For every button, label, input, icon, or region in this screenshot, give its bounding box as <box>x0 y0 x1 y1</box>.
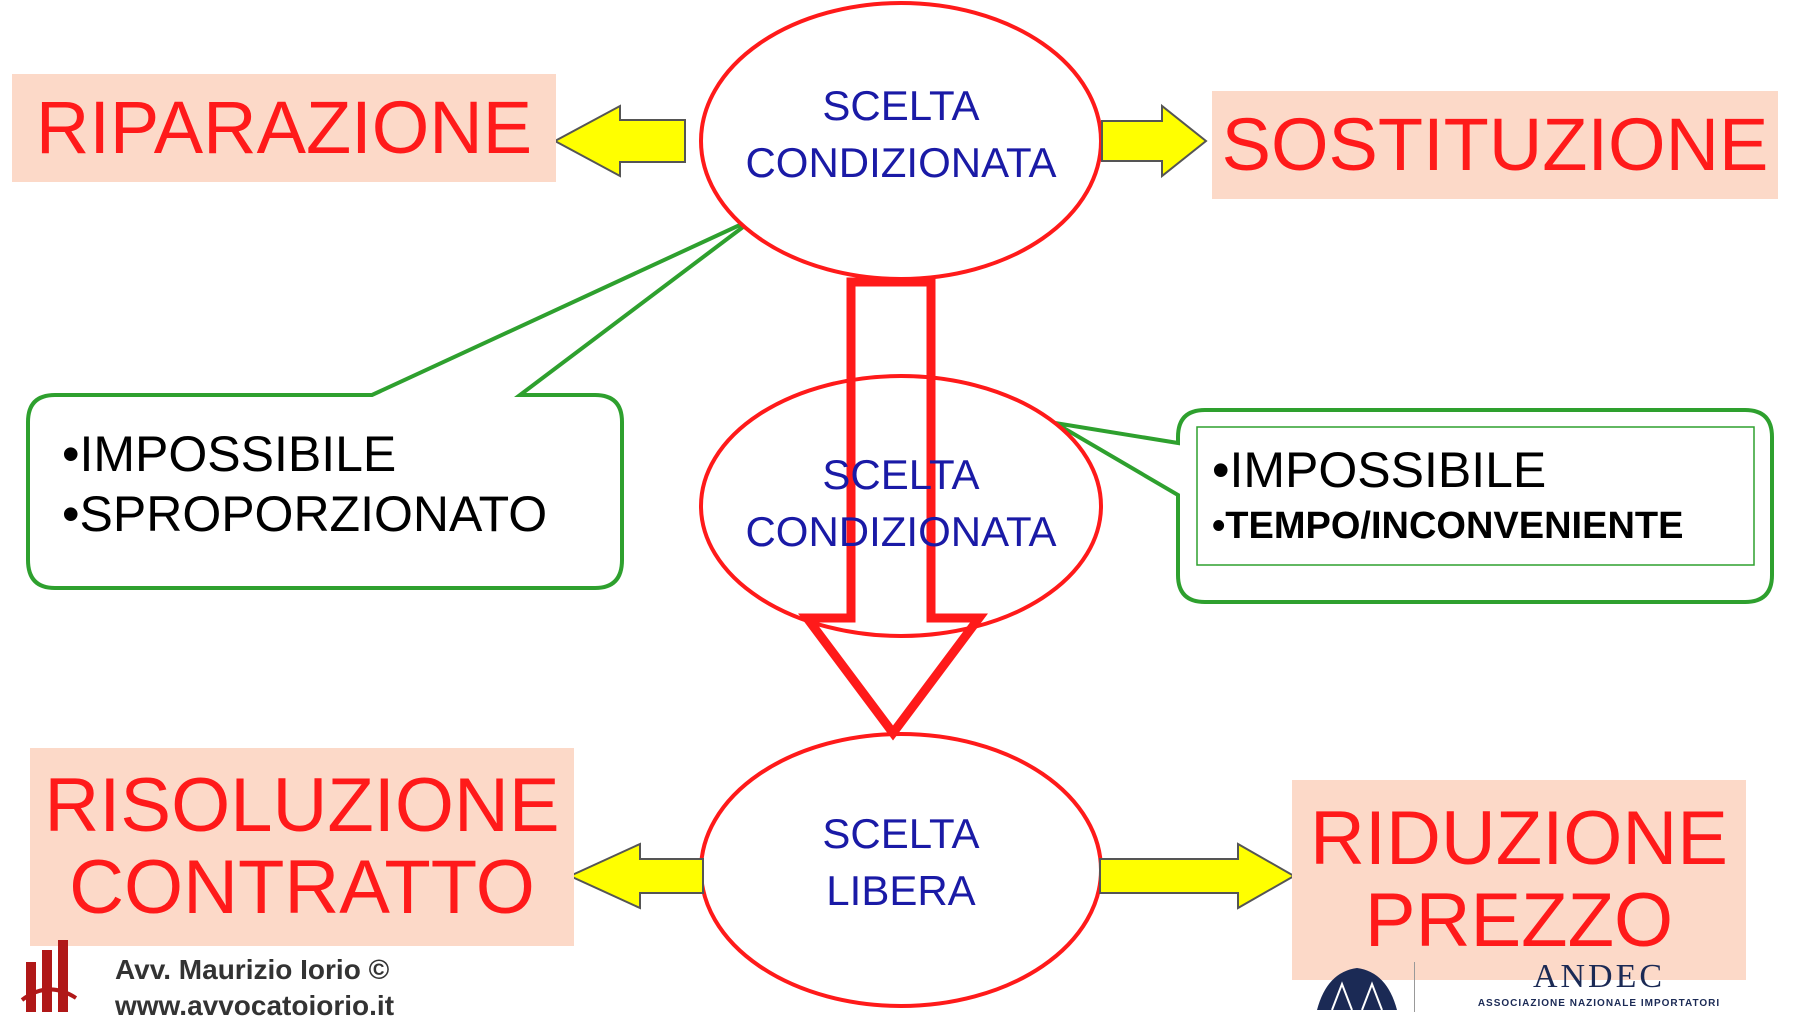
riduzione-prezzo-label: RIDUZIONE PREZZO <box>1292 780 1746 980</box>
bottom-oval-line2: LIBERA <box>826 866 976 914</box>
andec-logo-subtitle: ASSOCIAZIONE NAZIONALE IMPORTATORI <box>1477 998 1721 1009</box>
down-arrow <box>798 277 988 741</box>
arrow-to-riparazione <box>552 104 686 178</box>
arrow-to-riduzione <box>1099 842 1297 910</box>
middle-oval-line2: CONDIZIONATA <box>745 507 1057 555</box>
right-callout-inner-border <box>1196 426 1755 566</box>
top-oval-line2: CONDIZIONATA <box>745 138 1057 186</box>
left-callout-item: •SPROPORZIONATO <box>62 486 548 542</box>
footer-website[interactable]: www.avvocatoiorio.it <box>115 990 395 1022</box>
left-callout-item: •IMPOSSIBILE <box>62 426 397 482</box>
risoluzione-contratto-label: RISOLUZIONE CONTRATTO <box>30 748 574 946</box>
middle-oval <box>699 374 1103 638</box>
sostituzione-text: SOSTITUZIONE <box>1221 103 1769 187</box>
bottom-oval-line1: SCELTA <box>822 810 980 857</box>
top-oval-line1: SCELTA <box>822 82 980 129</box>
left-callout-text: •IMPOSSIBILE •SPROPORZIONATO <box>62 424 547 544</box>
right-callout-item: •TEMPO/INCONVENIENTE <box>1212 505 1684 547</box>
right-callout-shape <box>1053 408 1774 604</box>
andec-eagle-icon <box>1317 968 1397 1011</box>
andec-logo-block: ANDEC ASSOCIAZIONE NAZIONALE IMPORTATORI <box>1424 958 1774 1009</box>
iorio-logo-icon <box>20 940 78 1012</box>
riparazione-label: RIPARAZIONE <box>12 74 556 182</box>
arrow-to-sostituzione <box>1101 103 1208 179</box>
top-oval-text: SCELTA CONDIZIONATA <box>701 78 1101 191</box>
riparazione-text: RIPARAZIONE <box>35 86 533 170</box>
footer-author-block: Avv. Maurizio Iorio © www.avvocatoiorio.… <box>115 952 394 1025</box>
riduzione-text: RIDUZIONE <box>1310 795 1728 881</box>
contratto-text: CONTRATTO <box>69 845 535 930</box>
right-callout-item: •IMPOSSIBILE <box>1212 442 1547 498</box>
andec-divider <box>1414 962 1415 1012</box>
arrow-to-risoluzione <box>567 842 704 910</box>
footer-author: Avv. Maurizio Iorio © <box>115 954 390 985</box>
risoluzione-text: RISOLUZIONE <box>44 762 560 848</box>
prezzo-text: PREZZO <box>1364 878 1674 963</box>
sostituzione-label: SOSTITUZIONE <box>1212 91 1778 199</box>
bottom-oval-text: SCELTA LIBERA <box>701 806 1101 919</box>
andec-logo-name: ANDEC <box>1532 958 1666 995</box>
left-callout-shape <box>26 216 757 590</box>
middle-oval-text: SCELTA CONDIZIONATA <box>701 447 1101 560</box>
middle-oval-line1: SCELTA <box>822 451 980 498</box>
right-callout-text: •IMPOSSIBILE •TEMPO/INCONVENIENTE <box>1212 440 1683 550</box>
